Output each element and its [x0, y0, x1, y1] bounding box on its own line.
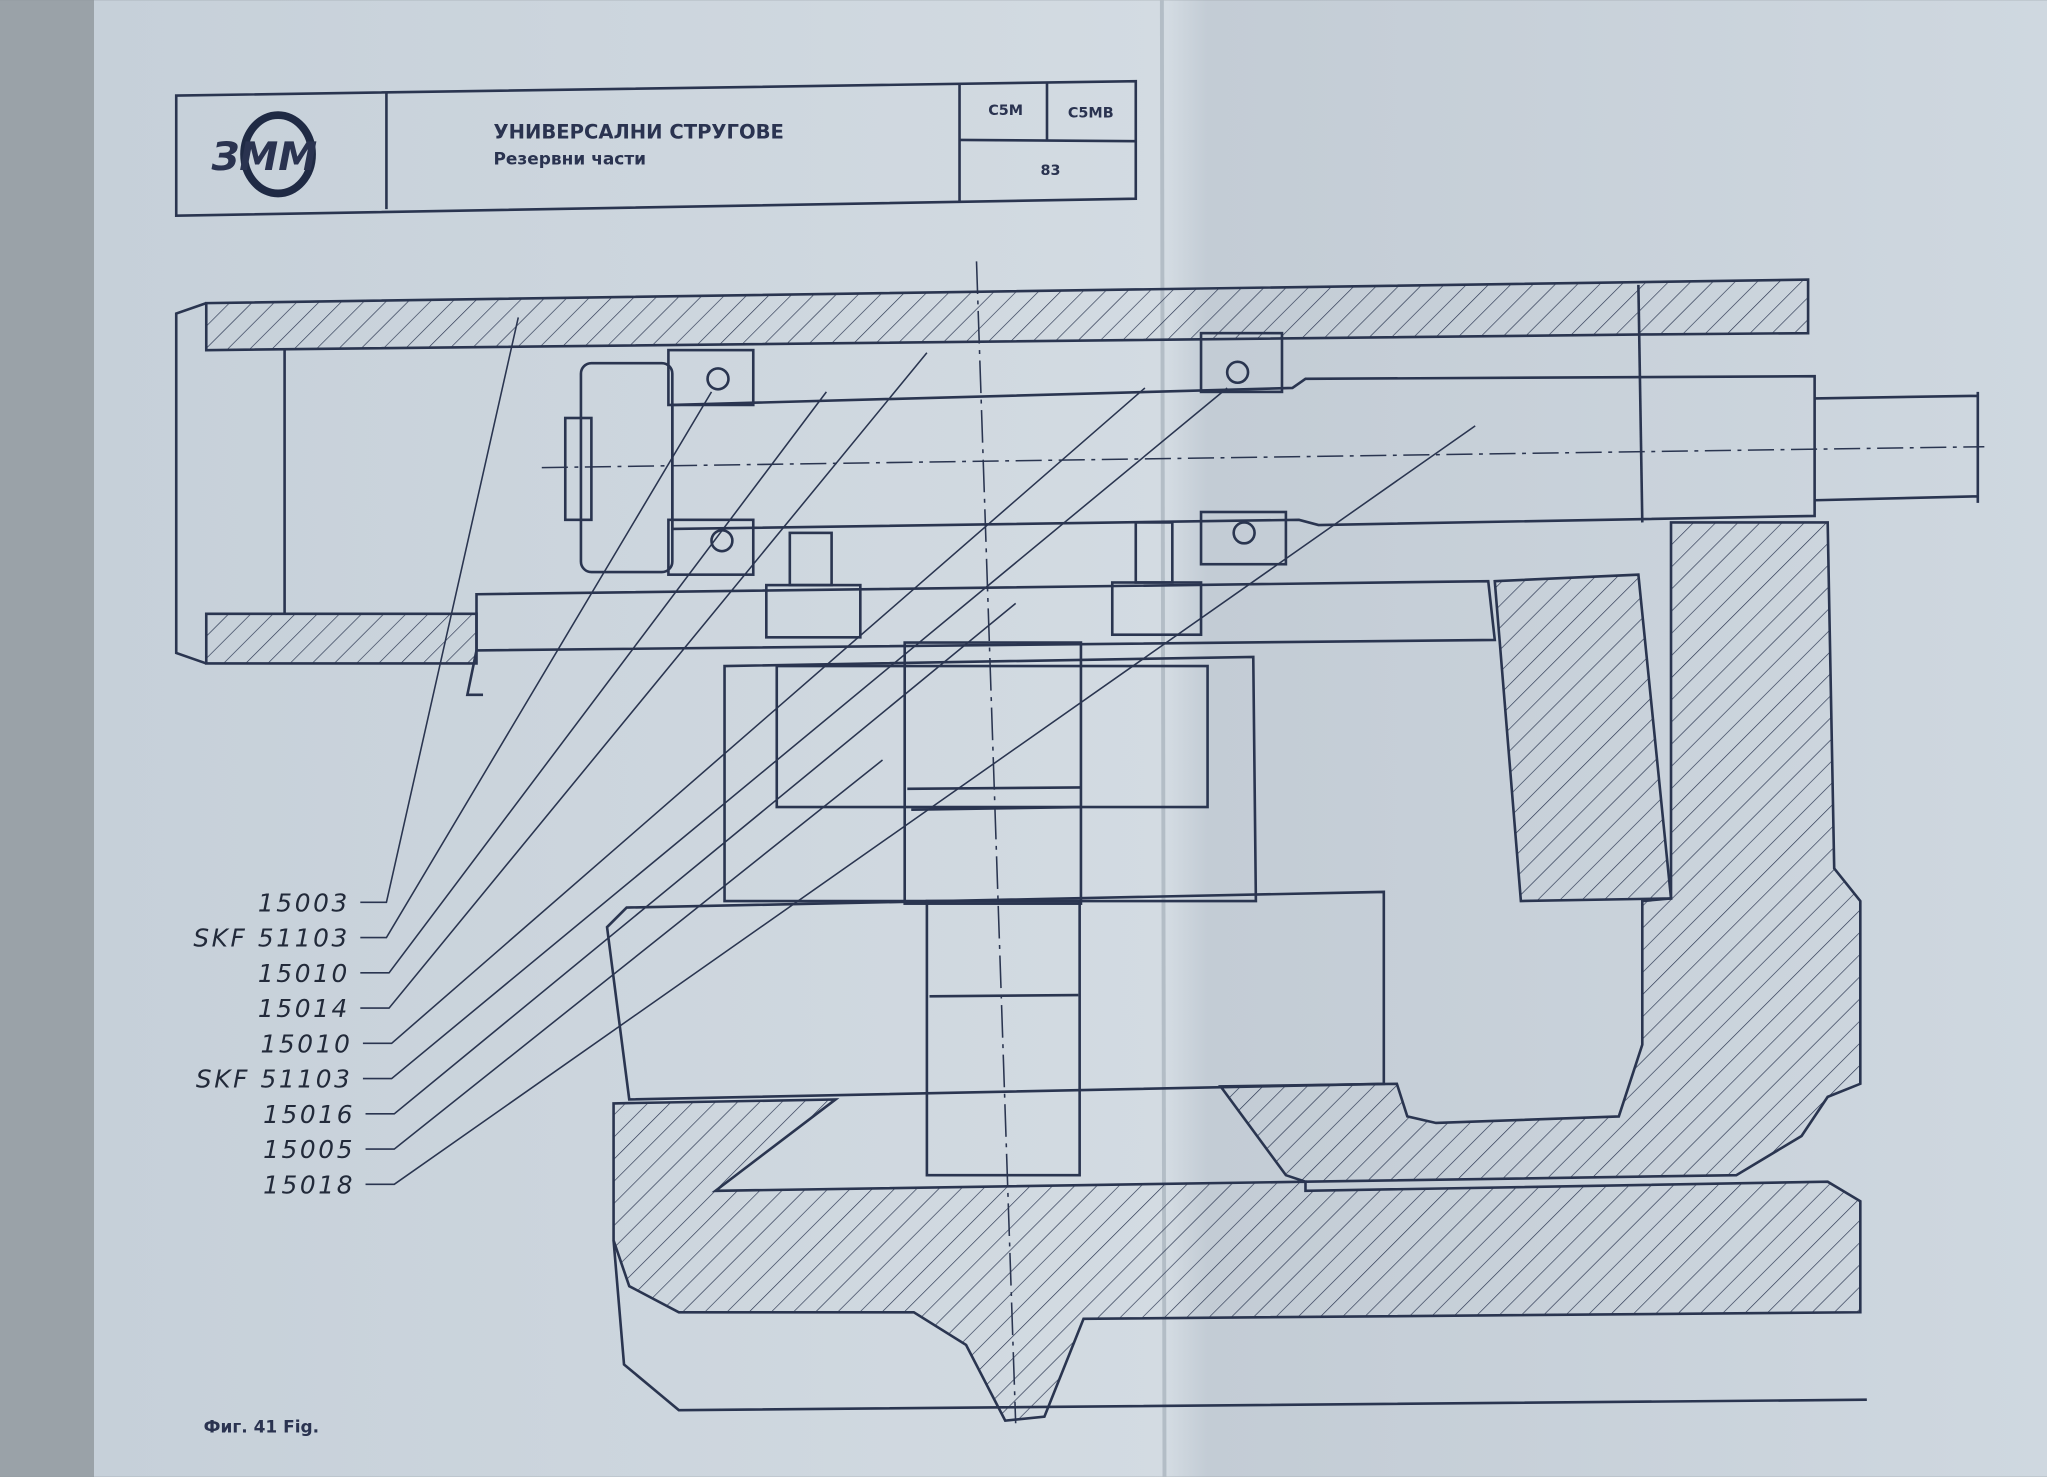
- model-c5m: C5M: [988, 103, 1023, 119]
- svg-text:15018: 15018: [263, 1170, 355, 1199]
- callout-15003: 15003: [258, 317, 520, 917]
- svg-text:15014: 15014: [258, 994, 350, 1023]
- figure-caption: Фиг. 41 Fig.: [204, 1417, 319, 1437]
- model-c5mb: C5MB: [1068, 106, 1114, 122]
- svg-text:15010: 15010: [258, 959, 350, 988]
- assembly-section: [174, 261, 1985, 1424]
- callout-list: 15003 SKF 51103 15010 15014 15010 SKF 51…: [193, 317, 1476, 1199]
- company-logo: ЗММ: [210, 111, 317, 198]
- callout-15016: 15016: [263, 602, 1017, 1129]
- callout-15014: 15014: [258, 352, 928, 1023]
- callout-15010-a: 15010: [258, 391, 827, 988]
- callout-skf51103-b: SKF 51103: [196, 387, 1228, 1094]
- svg-text:ЗММ: ЗММ: [210, 135, 317, 180]
- svg-text:15005: 15005: [263, 1135, 355, 1164]
- title-block: ЗММ УНИВЕРСАЛНИ СТРУГОВЕ Резервни части …: [174, 79, 1138, 217]
- callout-15018: 15018: [263, 425, 1476, 1199]
- document-subtitle: Резервни части: [493, 150, 646, 170]
- callout-skf51103-a: SKF 51103: [193, 391, 713, 953]
- callout-15010-b: 15010: [261, 387, 1146, 1058]
- document-title: УНИВЕРСАЛНИ СТРУГОВЕ: [493, 121, 783, 144]
- svg-text:SKF 51103: SKF 51103: [196, 1065, 353, 1094]
- svg-text:15016: 15016: [263, 1100, 355, 1129]
- callout-15005: 15005: [263, 759, 883, 1164]
- page-number: 83: [1040, 163, 1060, 179]
- svg-text:15003: 15003: [258, 888, 350, 917]
- svg-text:15010: 15010: [261, 1029, 353, 1058]
- svg-text:SKF 51103: SKF 51103: [193, 924, 350, 953]
